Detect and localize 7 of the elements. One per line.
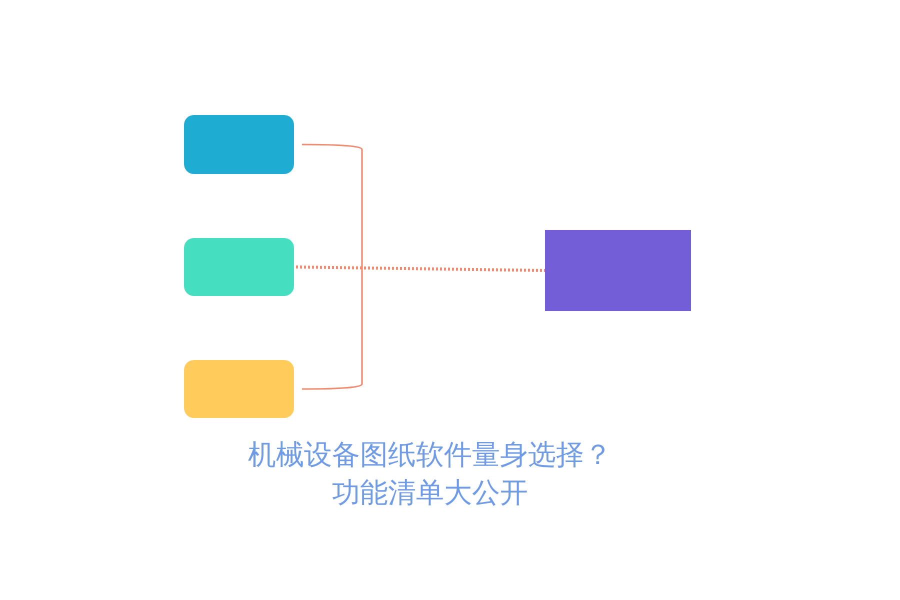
color-box <box>184 360 294 418</box>
color-box <box>184 115 294 174</box>
dotted-connector <box>296 266 546 272</box>
color-box <box>184 238 294 296</box>
title: 机械设备图纸软件量身选择？功能清单大公开 <box>246 437 613 511</box>
color-box <box>545 230 691 311</box>
bracket-connector <box>302 144 363 390</box>
